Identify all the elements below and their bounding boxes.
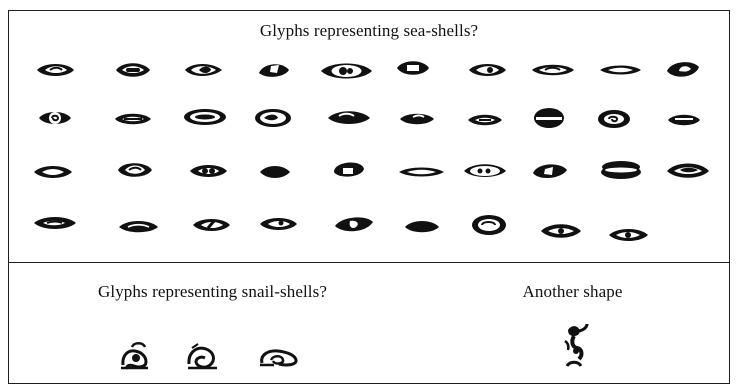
sea-shell-glyph-31	[31, 212, 79, 235]
sea-shell-glyph-19	[596, 107, 633, 131]
sea-shell-glyph-34	[257, 212, 300, 235]
sea-shell-glyph-17	[465, 110, 505, 130]
sea-shell-glyph-13	[181, 106, 229, 128]
sea-shell-glyph-12	[112, 108, 154, 129]
sea-shell-glyph-18	[531, 106, 567, 130]
sea-shell-glyph-16	[397, 109, 437, 129]
sea-shell-glyph-10	[664, 57, 702, 82]
sea-shell-glyph-32	[116, 216, 161, 237]
snail-shell-glyph-2	[184, 340, 222, 372]
sea-shell-glyph-11	[36, 107, 74, 129]
sea-shell-glyph-36	[402, 216, 442, 237]
sea-shell-glyph-6	[394, 56, 432, 80]
sea-shell-glyph-8	[529, 59, 577, 81]
sea-shell-glyph-35	[332, 212, 376, 237]
sea-shell-glyph-29	[597, 157, 645, 183]
sea-shell-glyph-9	[597, 59, 644, 81]
sea-shell-glyph-4	[255, 58, 293, 81]
snail-shell-glyph-1	[118, 340, 152, 372]
sea-shell-glyph-25	[330, 156, 368, 183]
sea-shell-glyph-5	[319, 60, 374, 82]
sea-shell-glyph-1	[34, 58, 77, 81]
sea-shell-glyph-33	[190, 213, 233, 236]
sea-shell-glyph-38	[538, 219, 584, 243]
sea-shell-glyph-21	[31, 160, 75, 184]
sea-shell-glyph-2	[113, 58, 153, 81]
snail-shells-title: Glyphs representing snail-shells?	[9, 282, 416, 302]
another-shape-glyph	[559, 321, 590, 370]
sea-shell-glyph-20	[665, 109, 703, 130]
sea-shell-glyph-28	[530, 159, 570, 183]
another-shape-panel: Another shape	[416, 263, 730, 384]
sea-shell-glyph-14	[252, 106, 294, 130]
sea-shell-glyph-15	[325, 107, 373, 128]
sea-shell-glyph-30	[664, 158, 712, 183]
sea-shell-glyph-26	[396, 162, 447, 181]
sea-shells-title: Glyphs representing sea-shells?	[9, 21, 729, 41]
sea-shell-glyph-22	[115, 157, 155, 183]
sea-shell-glyph-37	[469, 212, 509, 237]
sea-shell-glyph-3	[181, 59, 226, 81]
sea-shells-panel: Glyphs representing sea-shells?	[8, 10, 730, 263]
sea-shell-glyph-7	[466, 58, 509, 82]
sea-shell-glyph-39	[606, 223, 651, 246]
snail-shell-glyph-3	[256, 345, 300, 369]
snail-shells-panel: Glyphs representing snail-shells?	[8, 263, 417, 384]
sea-shell-glyph-23	[187, 159, 230, 183]
another-shape-title: Another shape	[416, 282, 729, 302]
sea-shell-glyph-24	[257, 162, 293, 182]
sea-shell-glyph-27	[461, 159, 509, 182]
